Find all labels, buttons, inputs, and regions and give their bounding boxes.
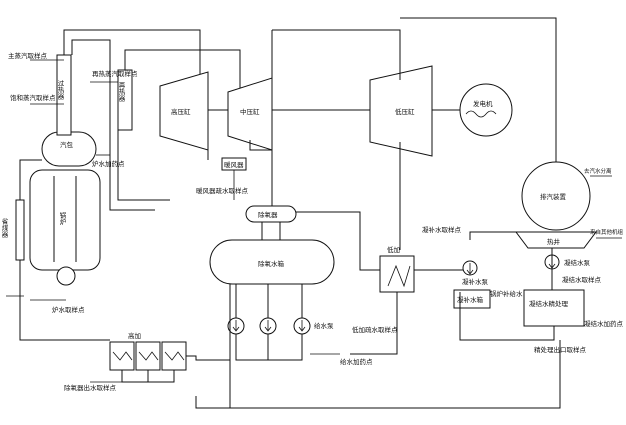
hp-heater-2 [135,341,161,371]
hotwell [515,231,597,249]
deaerator [245,205,297,223]
exhaust-device-label: 排汽装置 [540,192,567,201]
hp-turbine-label: 高压缸 [171,107,191,116]
drum-vessel [41,131,97,167]
makeup-tank [453,289,491,309]
economizer [15,199,25,261]
hp-heater-1 [109,341,135,371]
boiler-dosing-label: 炉水加药点 [92,159,125,168]
economizer-label: 省煤器 [0,217,8,239]
from-other-unit-label: 来自其他机组 [590,228,624,236]
to-steam-ejector-label: 去汽水分离 [584,167,612,175]
deaerator-outlet-sample-label: 除氧器出水取样点 [64,383,117,392]
lp-heater-label: 低加 [387,245,400,254]
air-heater-label: 暖风器 [224,161,244,169]
main-steam-sample-label: 主蒸汽取样点 [8,51,48,60]
lp-turbine-label: 低压缸 [395,107,415,116]
exhaust-device [521,161,591,231]
lp-heater [379,255,415,293]
boiler-circulation-pump [56,266,76,286]
lp-turbine [369,65,433,157]
deaerator-tank-label: 除氧水箱 [258,259,285,268]
condensate-treatment-label: 凝结水精处理 [529,299,569,308]
drum-label: 汽包 [60,140,74,149]
furnace-label: 锅炉 [58,211,66,227]
boiler-water-sample-label: 炉水取样点 [52,305,85,314]
reheater-label: 再热器 [117,82,125,103]
generator [459,83,513,137]
deaerator-tank [209,239,335,285]
superheater-label: 过热器 [56,79,64,101]
boiler-makeup-label: 锅炉补给水 [490,289,523,298]
condensate-pump-label: 凝结水泵 [564,258,591,267]
feedwater-dosing-label: 给水加药点 [340,357,373,366]
hp-heater-label: 高加 [128,331,141,340]
condensate-makeup-sample-label: 凝补水取样点 [422,225,462,234]
condensate-dosing-label: 凝结水加药点 [584,319,624,328]
makeup-pump-label: 凝补水泵 [462,277,489,286]
lp-drain-sample-label: 低加疏水取样点 [352,325,398,334]
generator-label: 发电机 [473,99,493,108]
condensate-sample-label: 凝结水取样点 [562,275,602,284]
air-heater-drain-sample-label: 暖风器疏水取样点 [196,186,249,195]
feed-pump-label: 给水泵 [314,321,334,330]
condensate-treatment [523,289,585,327]
polishing-outlet-sample-label: 精处理出口取样点 [534,345,587,354]
saturated-steam-sample-label: 饱和蒸汽取样点 [10,93,56,102]
ip-turbine-label: 中压缸 [240,107,260,116]
makeup-tank-label: 凝补水箱 [457,295,484,304]
hotwell-label: 热井 [547,237,561,246]
deaerator-label: 除氧器 [258,210,278,219]
reheat-steam-sample-label: 再热蒸汽取样点 [92,69,138,78]
hp-heater-3 [161,341,187,371]
